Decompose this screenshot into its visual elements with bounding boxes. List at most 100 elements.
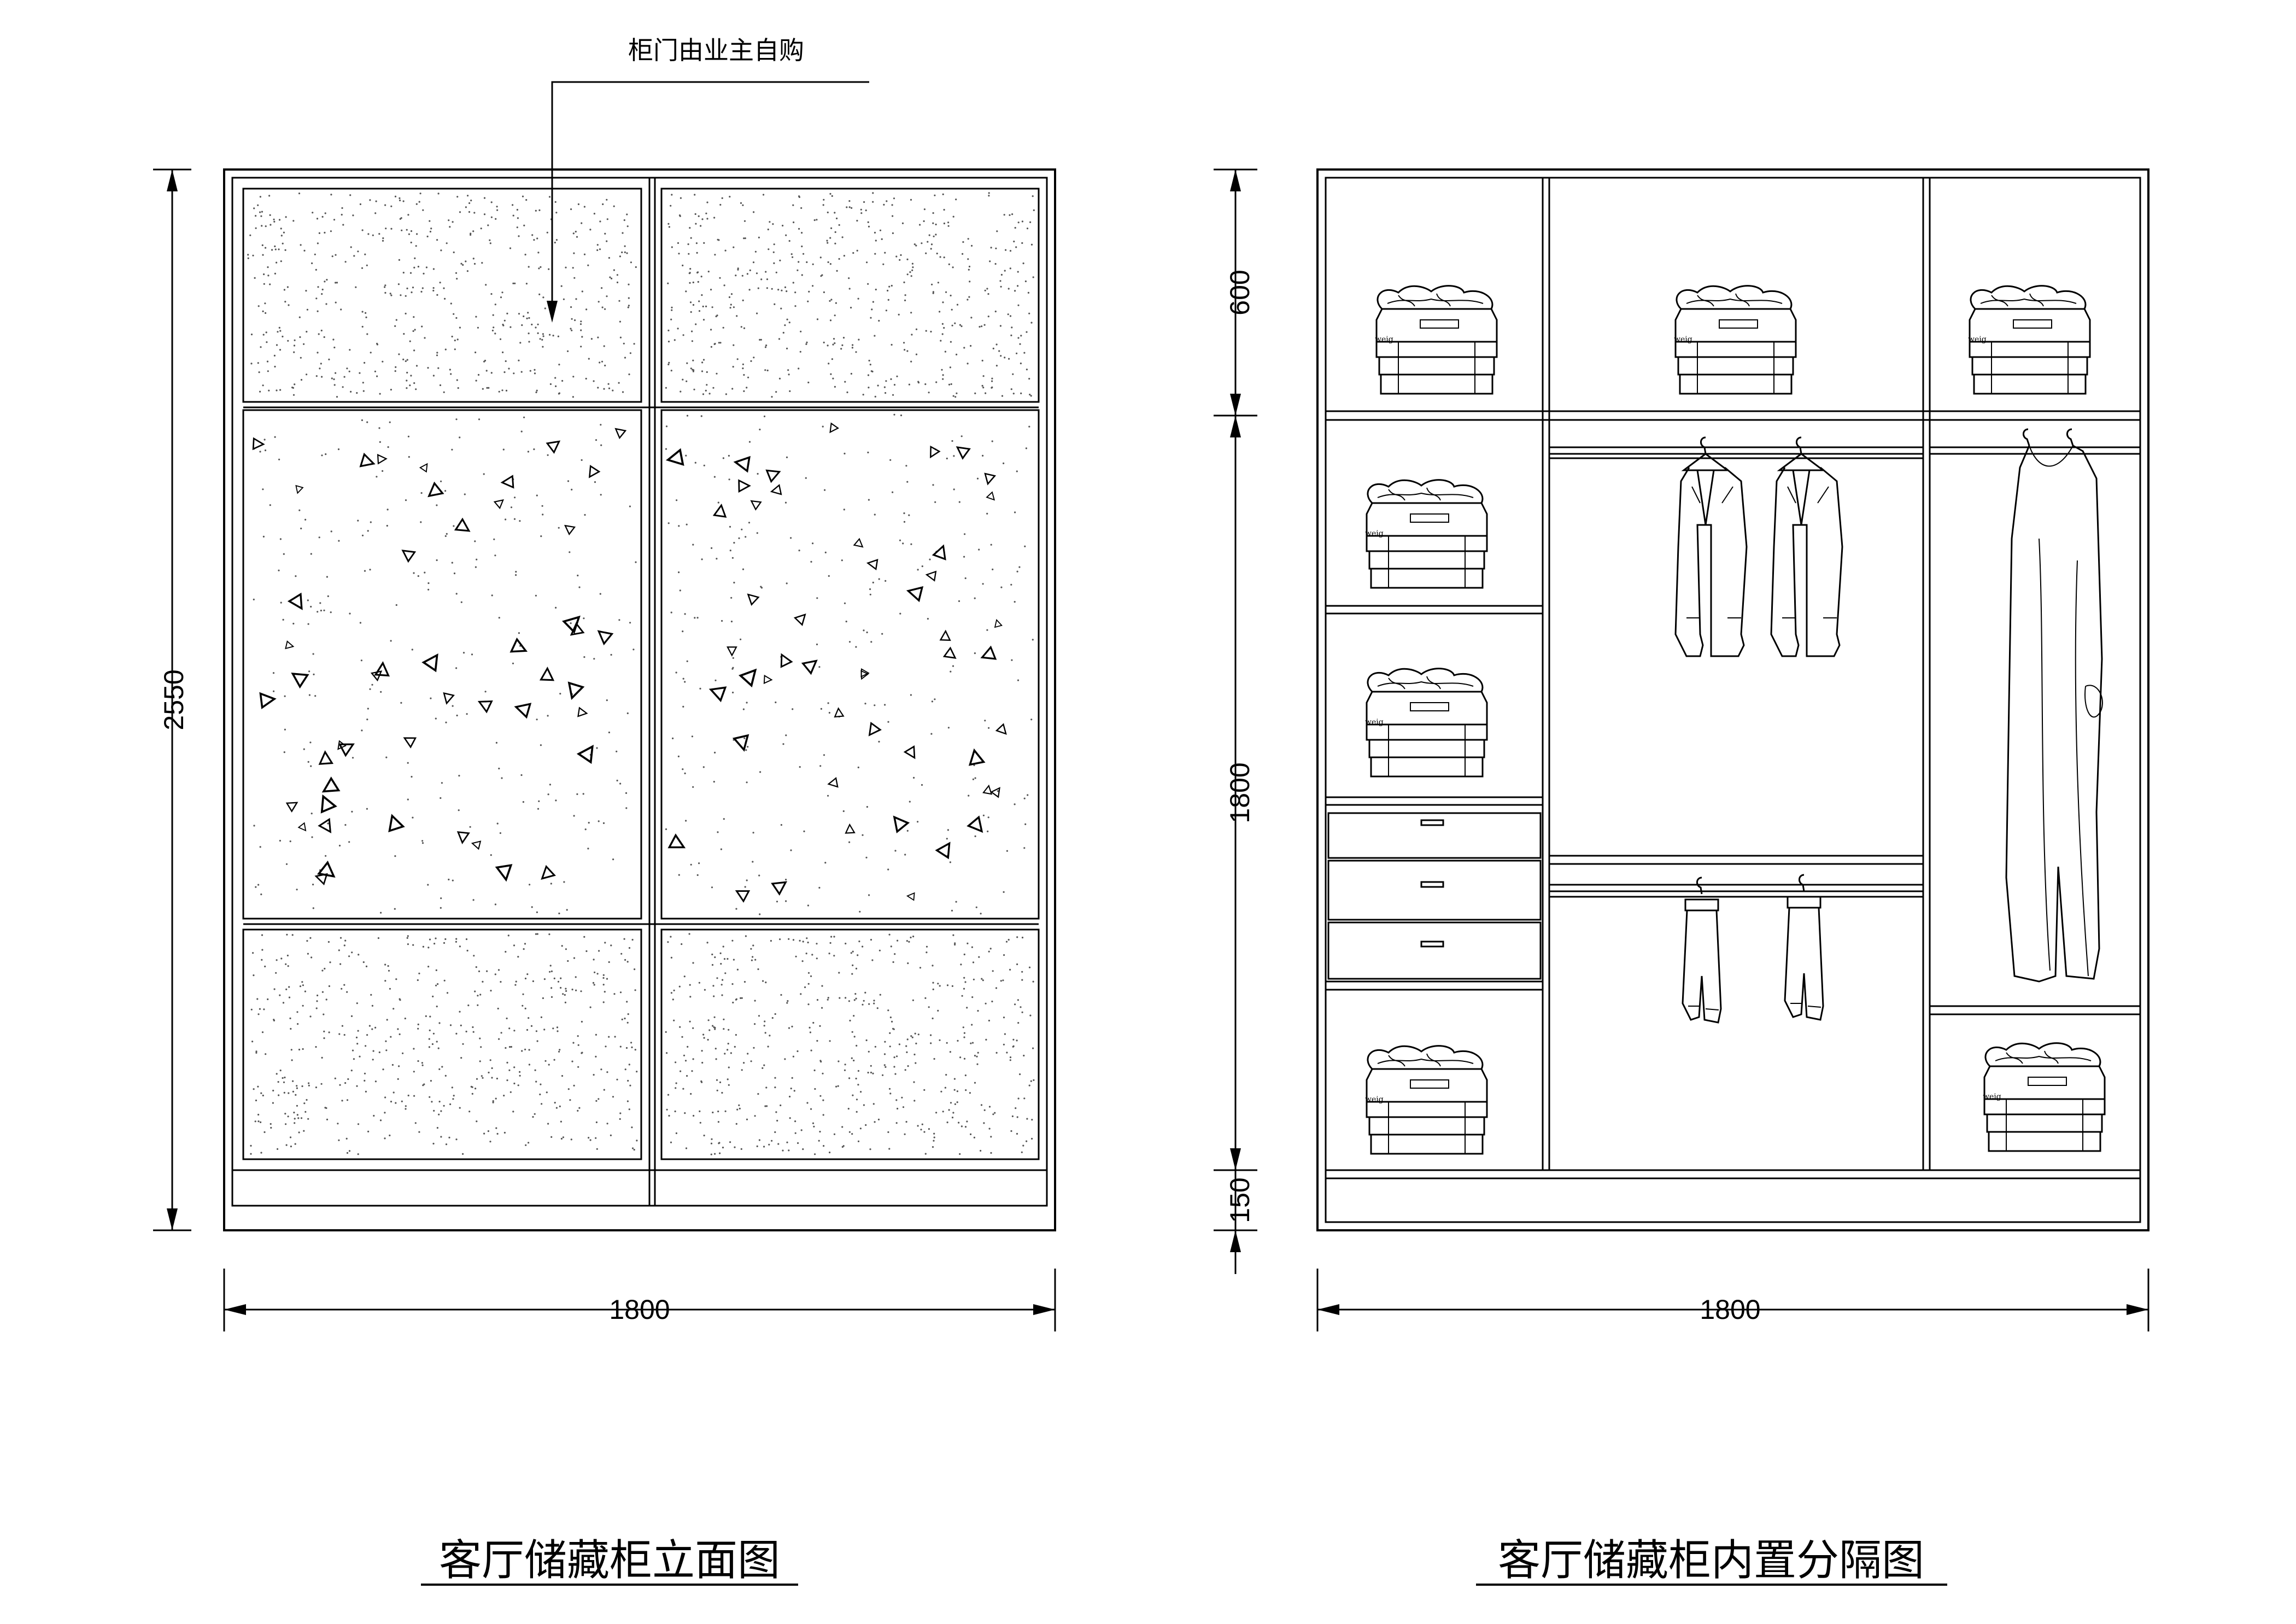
speckle-dot [371,1004,374,1007]
folded-clothes-stack-1 [1375,285,1498,395]
speckle-dot [295,1094,297,1096]
speckle-dot [742,708,745,710]
speckle-dot [384,204,386,206]
speckle-dot [977,1010,979,1012]
speckle-dot [298,1048,301,1051]
interior-height-dimensions: 600 1800 150 [1214,168,1257,1274]
speckle-dot [292,387,295,389]
speckle-dot [518,235,520,237]
speckle-dot [474,540,476,542]
speckle-dot [563,881,565,883]
speckle-dot [323,1037,325,1039]
speckle-dot [357,519,359,522]
speckle-dot [548,933,550,936]
speckle-dot [848,277,850,279]
speckle-dot [733,581,735,584]
speckle-dot [746,273,748,275]
speckle-dot [567,350,569,352]
speckle-dot [784,501,787,504]
speckle-dot [253,825,255,827]
speckle-dot [714,1048,717,1050]
speckle-dot [894,850,897,852]
speckle-dot [370,521,372,523]
speckle-dot [857,954,859,956]
speckle-dot [341,207,343,209]
speckle-dot [707,271,710,273]
speckle-dot [963,556,965,558]
speckle-dot [523,224,525,226]
speckle-dot [991,440,993,442]
speckle-dot [953,1078,956,1080]
speckle-dot [746,387,748,389]
speckle-dot [380,691,382,693]
speckle-dot [951,308,953,311]
speckle-dot [730,293,733,295]
speckle-dot [868,225,870,227]
speckle-dot [692,304,695,306]
speckle-dot [981,325,983,328]
speckle-dot [829,319,832,322]
speckle-dot [978,956,980,958]
speckle-dot [497,969,500,971]
speckle-dot [794,291,796,294]
speckle-dot [856,249,858,252]
speckle-dot [952,934,954,936]
speckle-dot [596,249,599,252]
speckle-dot [789,1117,791,1119]
speckle-dot [360,659,363,662]
speckle-dot [560,1120,562,1123]
speckle-dot [939,256,941,258]
speckle-dot [963,1058,966,1060]
speckle-dot [606,1123,608,1125]
speckle-dot [399,218,401,220]
speckle-dot [628,947,631,949]
speckle-dot [285,216,287,218]
speckle-dot [829,237,831,239]
speckle-dot [378,233,380,235]
speckle-dot [483,360,485,363]
speckle-dot [723,818,725,820]
speckle-dot [741,274,743,277]
speckle-dot [838,224,840,226]
speckle-dot [1017,1022,1020,1024]
speckle-dot [867,283,869,285]
speckle-dot [828,363,830,365]
speckle-dot [453,1095,455,1097]
speckle-dot [868,1050,870,1053]
speckle-dot [951,324,953,326]
speckle-dot [685,290,687,293]
speckle-dot [830,227,833,229]
speckle-dot [756,1145,758,1147]
speckle-dot [589,1006,591,1008]
speckle-dot [741,528,743,530]
speckle-dot [1009,1059,1011,1061]
speckle-dot [845,943,847,945]
fold-label-6: weig [1365,1095,1384,1104]
speckle-dot [930,1042,932,1044]
drawer-handle-3 [1420,940,1444,948]
glass-triangle [513,699,531,718]
speckle-dot [994,263,997,265]
speckle-dot [930,733,933,735]
speckle-dot [263,273,265,276]
speckle-dot [598,1098,600,1100]
speckle-dot [304,518,307,521]
speckle-dot [983,1109,986,1111]
speckle-dot [283,231,285,233]
speckle-dot [667,941,669,943]
speckle-dot [293,344,296,347]
speckle-dot [420,290,423,293]
speckle-dot [1016,936,1018,938]
drawer-handle-2 [1420,881,1444,888]
speckle-dot [490,293,493,295]
speckle-dot [939,985,941,987]
speckle-dot [307,623,309,625]
speckle-dot [712,387,714,389]
speckle-dot [432,287,435,289]
speckle-dot [1014,227,1016,229]
speckle-dot [453,251,455,254]
right-column-rail-and-shelf [1930,446,2140,1015]
speckle-dot [904,349,906,351]
speckle-dot [745,749,747,751]
speckle-dot [417,1060,419,1062]
